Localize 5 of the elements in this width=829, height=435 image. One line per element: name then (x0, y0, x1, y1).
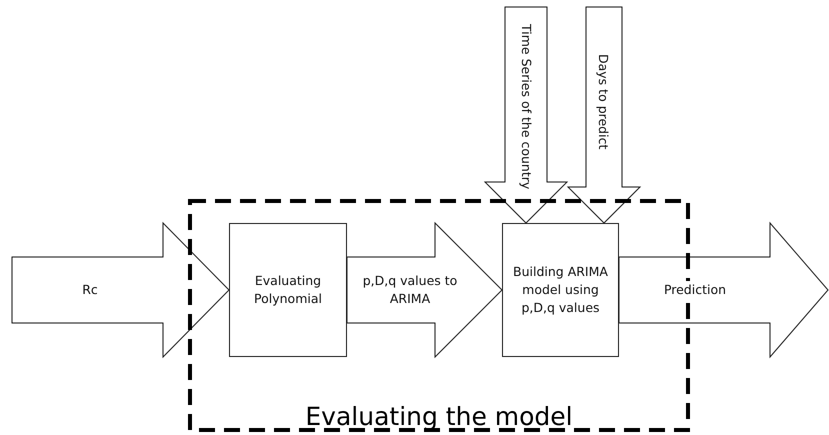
block-arrow (12, 222, 230, 358)
group-title: Evaluating the model (304, 402, 574, 432)
block-arrow (618, 222, 829, 358)
process-box: Evaluating Polynomial (229, 223, 347, 357)
process-box: Building ARIMA model using p,D,q values (502, 223, 619, 357)
